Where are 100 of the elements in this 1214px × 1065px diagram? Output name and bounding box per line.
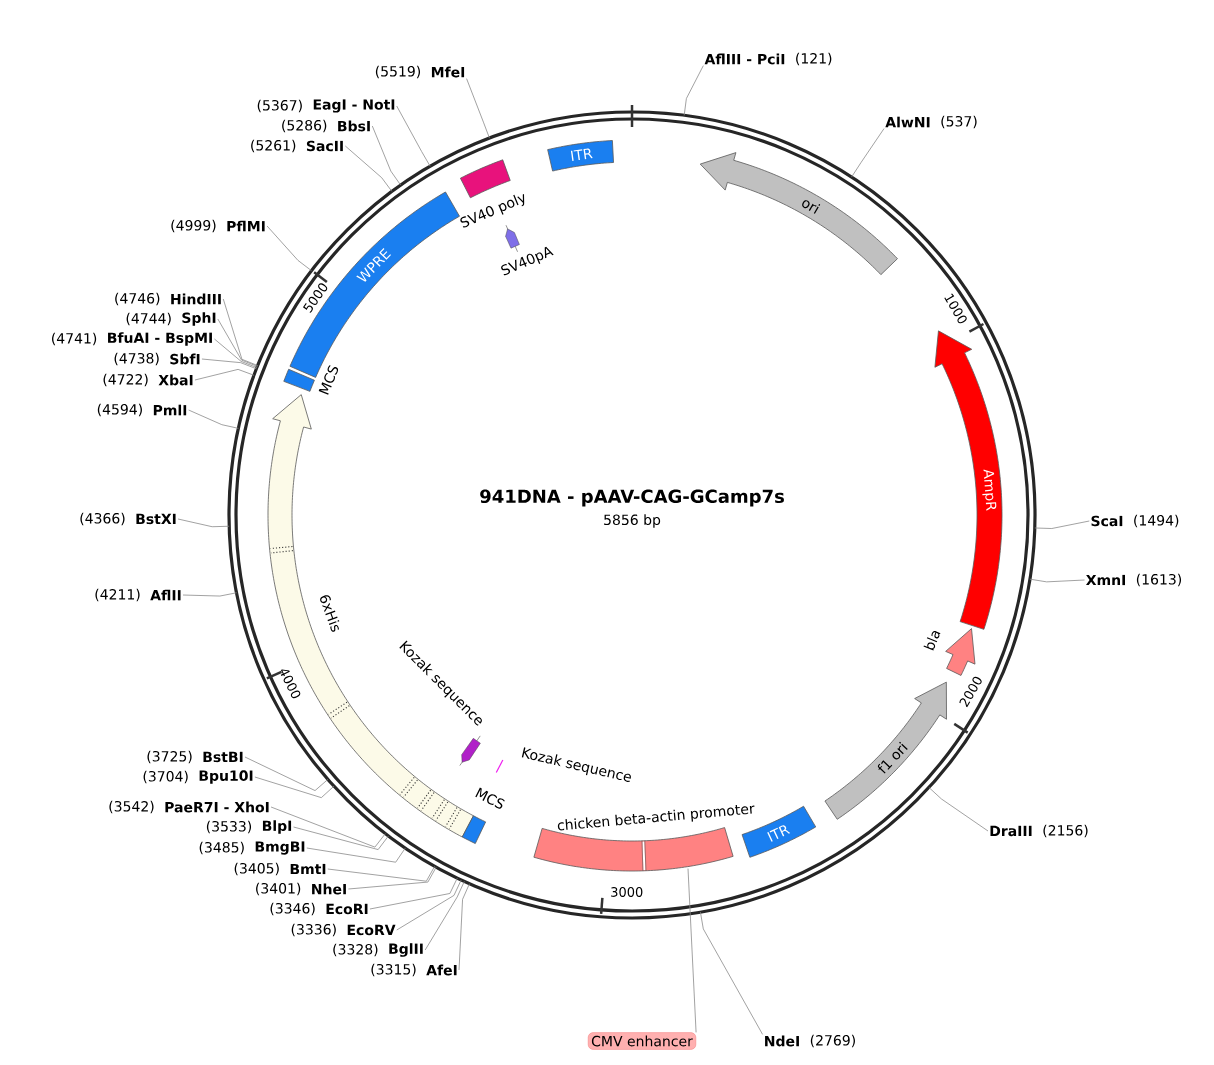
site-label: SphI — [182, 312, 216, 326]
site-label: NdeI — [765, 1035, 799, 1047]
leader-line — [293, 826, 389, 850]
feature-tag: CMV enhancer — [587, 1032, 697, 1050]
site-label: AflII — [150, 589, 181, 601]
leader-line — [458, 883, 470, 971]
leader-line — [222, 298, 259, 366]
site-position: (3315) — [371, 963, 416, 977]
site-position: (3405) — [234, 862, 279, 876]
site-label: ScaI — [1091, 515, 1123, 527]
site-label: BglII — [389, 943, 423, 957]
site-label: PmlI — [153, 404, 187, 416]
leader-line — [851, 128, 885, 178]
node-label: bla — [923, 631, 941, 651]
site-position: (5519) — [375, 65, 421, 79]
site-label: AlwNI — [885, 116, 930, 128]
site-position: (3725) — [147, 750, 192, 764]
site-label: BmtI — [290, 863, 326, 875]
site-label: PaeR7I - XhoI — [165, 801, 269, 813]
site-position: (4738) — [114, 352, 159, 366]
site-label: HindIII — [171, 293, 221, 305]
node-label: SV40 poly — [460, 194, 525, 228]
site-label: Bpu10I — [199, 770, 253, 784]
site-position: (3336) — [291, 923, 336, 937]
leader-line — [188, 409, 239, 429]
leader-line — [369, 877, 458, 910]
site-position: (2156) — [1043, 824, 1088, 838]
site-position: (5367) — [257, 99, 302, 113]
tick-label: 3000 — [611, 887, 643, 897]
site-position: (3533) — [206, 820, 252, 834]
site-label: EcoRI — [326, 903, 368, 915]
site-label: AflIII - PciI — [704, 53, 785, 65]
leader-line — [327, 865, 436, 882]
feature-arc: MCS — [461, 787, 505, 844]
tick-label: 4000 — [280, 669, 301, 699]
leader-line — [683, 65, 704, 116]
site-label: AfeI — [426, 964, 457, 976]
site-label: XmnI — [1086, 574, 1125, 586]
site-position: (3346) — [270, 902, 315, 916]
site-position: (4746) — [115, 292, 160, 306]
feature-arc: ori — [699, 152, 898, 276]
leader-line — [396, 879, 462, 931]
site-position: (4211) — [95, 588, 140, 602]
feature-label: 6xHis — [320, 595, 340, 632]
site-position: (4999) — [171, 219, 216, 233]
sequence-length: 5856 bp — [604, 514, 661, 528]
site-position: (3401) — [256, 882, 301, 896]
site-label: MfeI — [431, 66, 465, 78]
site-position: (3704) — [143, 770, 188, 784]
site-label: BmgBI — [255, 841, 305, 855]
site-position: (4744) — [126, 312, 171, 326]
site-position: (2769) — [810, 1034, 855, 1048]
leader-line — [687, 868, 697, 1033]
site-position: (4722) — [103, 373, 148, 387]
leader-line — [348, 866, 437, 890]
leader-line — [201, 358, 257, 370]
leader-line — [244, 756, 329, 791]
site-label: DraIII — [990, 825, 1032, 837]
leader-line — [182, 592, 237, 597]
leader-line — [700, 911, 763, 1035]
site-position: (3328) — [333, 943, 378, 957]
feature-arc: bla — [923, 628, 976, 676]
leader-line — [217, 318, 258, 367]
leader-line — [344, 145, 393, 192]
site-position: (5286) — [282, 119, 327, 133]
site-label: BstXI — [136, 513, 176, 525]
site-label: EagI - NotI — [313, 99, 395, 113]
leader-line — [396, 105, 431, 167]
leader-line — [194, 369, 255, 381]
site-label: BbsI — [338, 120, 370, 132]
site-label: NheI — [312, 883, 346, 895]
site-label: BlpI — [262, 820, 292, 834]
site-label: SbfI — [170, 353, 200, 365]
site-position: (3485) — [199, 841, 244, 855]
feature-arc: f1 ori — [824, 681, 947, 820]
leader-line — [266, 225, 312, 272]
site-label: PflMI — [227, 220, 265, 232]
site-position: (5261) — [251, 139, 296, 153]
site-position: (121) — [796, 52, 832, 66]
site-position: (537) — [941, 115, 977, 129]
leader-line — [424, 881, 465, 951]
leader-line — [928, 787, 989, 832]
leader-line — [371, 125, 401, 186]
leader-line — [1029, 578, 1085, 583]
leader-line — [254, 776, 335, 799]
site-position: (3542) — [109, 800, 154, 814]
leader-line — [177, 518, 230, 528]
site-position: (1494) — [1134, 514, 1179, 528]
site-position: (4741) — [52, 332, 97, 346]
site-label: BfuAI - BspMI — [108, 332, 212, 346]
node-label: MCS — [475, 787, 505, 809]
leader-line — [214, 338, 258, 368]
leader-line — [466, 78, 490, 139]
leader-line — [270, 806, 386, 848]
site-label: BstBI — [203, 751, 243, 763]
site-position: (4366) — [80, 512, 125, 526]
site-position: (4594) — [97, 403, 142, 417]
site-label: EcoRV — [347, 924, 396, 936]
leader-line — [1034, 520, 1090, 529]
site-label: XbaI — [158, 374, 193, 386]
